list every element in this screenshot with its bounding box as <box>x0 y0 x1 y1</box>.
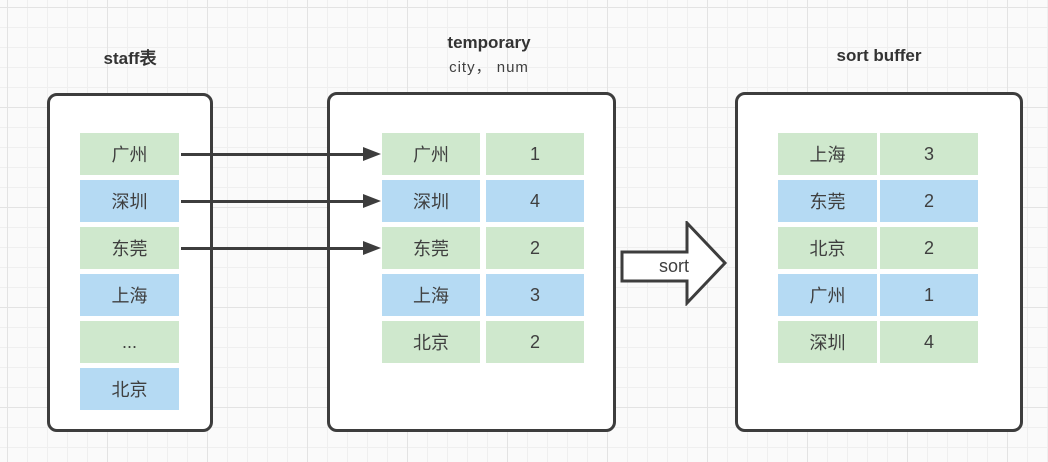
sort-arrow-label: sort <box>659 256 689 276</box>
sort-block-arrow: sort <box>620 221 728 306</box>
sort-block-arrow-shape <box>620 221 728 306</box>
sort-buffer-num-cell: 2 <box>880 180 978 222</box>
staff-city-cell: 北京 <box>80 368 179 410</box>
staff-city-cell: 上海 <box>80 274 179 316</box>
sort-buffer-city-cell: 上海 <box>778 133 877 175</box>
staff-table-box: 广州深圳东莞上海... 北京 <box>47 93 213 432</box>
sort-buffer-title: sort buffer <box>836 46 922 65</box>
temporary-num-cell: 2 <box>486 321 584 363</box>
sort-buffer-city-cell: 深圳 <box>778 321 877 363</box>
temporary-title-block: temporary city， num <box>389 33 589 77</box>
sort-buffer-num-cell: 3 <box>880 133 978 175</box>
sort-buffer-num-cell: 1 <box>880 274 978 316</box>
temporary-city-cell: 深圳 <box>382 180 480 222</box>
temporary-city-cell: 北京 <box>382 321 480 363</box>
temporary-num-cell: 3 <box>486 274 584 316</box>
row-mapping-arrow <box>181 194 381 208</box>
staff-city-cell: 广州 <box>80 133 179 175</box>
row-mapping-arrow <box>181 241 381 255</box>
temporary-columns-label: city， num <box>449 59 529 76</box>
staff-city-cell: 深圳 <box>80 180 179 222</box>
sort-buffer-num-cell: 4 <box>880 321 978 363</box>
temporary-num-cell: 4 <box>486 180 584 222</box>
staff-city-cell: ... <box>80 321 179 363</box>
staff-table-title: staff表 <box>103 49 157 68</box>
staff-city-cell: 东莞 <box>80 227 179 269</box>
sort-buffer-num-cell: 2 <box>880 227 978 269</box>
row-mapping-arrow <box>181 147 381 161</box>
temporary-title: temporary <box>447 33 531 52</box>
staff-cell-list: 广州深圳东莞上海... 北京 <box>80 133 179 410</box>
sort-buffer-city-cell: 东莞 <box>778 180 877 222</box>
temporary-city-cell: 上海 <box>382 274 480 316</box>
temporary-city-cell: 东莞 <box>382 227 480 269</box>
temporary-num-cell: 2 <box>486 227 584 269</box>
sort-buffer-city-cell: 北京 <box>778 227 877 269</box>
temporary-city-cell: 广州 <box>382 133 480 175</box>
sort-buffer-city-cell: 广州 <box>778 274 877 316</box>
temporary-num-cell: 1 <box>486 133 584 175</box>
